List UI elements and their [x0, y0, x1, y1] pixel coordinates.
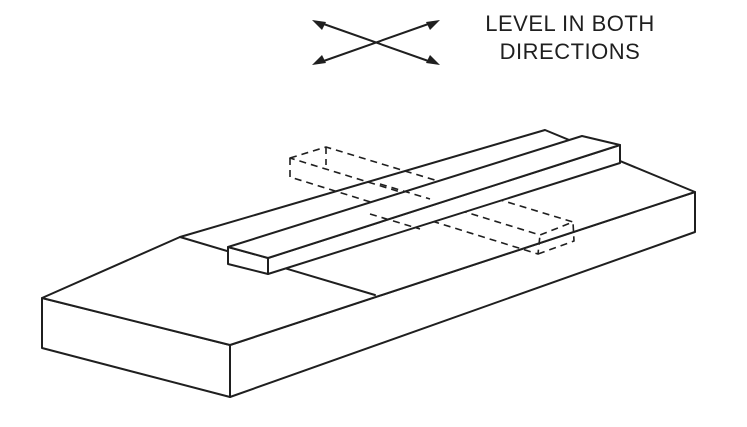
dashed-cross-bottom — [369, 213, 421, 230]
level-caption: LEVEL IN BOTH DIRECTIONS — [440, 10, 700, 66]
straightedge-level — [227, 135, 621, 275]
caption-line-2: DIRECTIONS — [499, 39, 641, 64]
arrowhead-lower-right — [426, 55, 440, 65]
dashed-level-top — [289, 146, 574, 236]
arrowhead-upper-left — [312, 20, 326, 30]
arrow-line-2 — [317, 21, 435, 64]
arrowhead-upper-right — [426, 20, 440, 30]
dashed-level-end — [537, 221, 575, 255]
caption-line-1: LEVEL IN BOTH — [485, 11, 655, 36]
level-top-face — [227, 135, 621, 259]
arrowhead-lower-left — [312, 55, 326, 65]
dashed-cross-top — [379, 183, 431, 200]
dashed-overlay — [369, 183, 431, 230]
level-both-directions-arrows — [312, 20, 440, 65]
